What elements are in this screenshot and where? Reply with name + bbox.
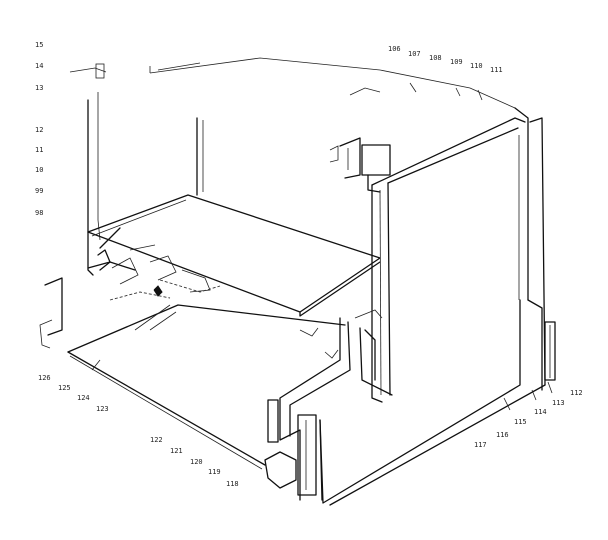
ref-106: 106 <box>388 45 401 53</box>
ref-120: 120 <box>190 458 203 466</box>
ref-13: 13 <box>35 84 43 92</box>
ref-14: 14 <box>35 62 43 70</box>
stepped-frame <box>264 309 393 501</box>
ref-98: 98 <box>35 209 43 217</box>
ref-15: 15 <box>35 41 43 49</box>
ref-12: 12 <box>35 126 43 134</box>
ref-119: 119 <box>208 468 221 476</box>
rear-housing <box>69 57 516 276</box>
front-upright <box>371 117 526 403</box>
ref-107: 107 <box>408 50 421 58</box>
ref-124: 124 <box>77 394 90 402</box>
ref-11: 11 <box>35 146 43 154</box>
ref-111: 111 <box>490 66 503 74</box>
left-mechanism <box>39 227 221 349</box>
base-plate <box>67 304 346 470</box>
ref-115: 115 <box>514 418 527 426</box>
ref-126: 126 <box>38 374 51 382</box>
ref-118: 118 <box>226 480 239 488</box>
ref-99: 99 <box>35 187 43 195</box>
ref-123: 123 <box>96 405 109 413</box>
ref-121: 121 <box>170 447 183 455</box>
ref-110: 110 <box>470 62 483 70</box>
ref-112: 112 <box>570 389 583 397</box>
ref-109: 109 <box>450 58 463 66</box>
ref-108: 108 <box>429 54 442 62</box>
upper-shelf <box>87 194 381 317</box>
ref-116: 116 <box>496 431 509 439</box>
reference-numerals: 106 107 108 109 110 111 15 14 13 12 11 1… <box>35 41 583 488</box>
ref-125: 125 <box>58 384 71 392</box>
ref-117: 117 <box>474 441 487 449</box>
hinge-block <box>329 137 391 193</box>
shelf-fittings <box>299 82 483 359</box>
right-side-panel <box>319 107 556 506</box>
ref-113: 113 <box>552 399 565 407</box>
ref-122: 122 <box>150 436 163 444</box>
leader-lines <box>91 359 553 411</box>
ref-10: 10 <box>35 166 43 174</box>
ref-114: 114 <box>534 408 547 416</box>
